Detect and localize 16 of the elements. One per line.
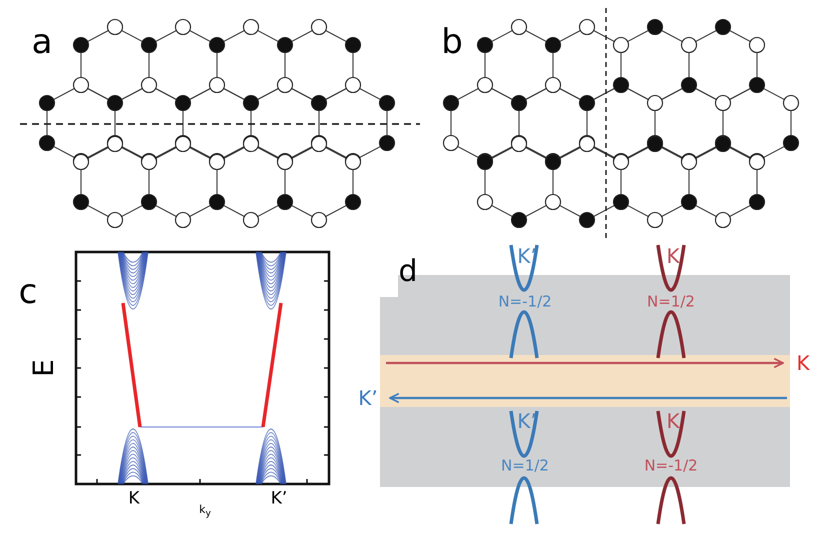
chern-number-label: N=1/2 xyxy=(501,458,549,474)
chern-number-label: N=1/2 xyxy=(647,294,695,310)
panel-label: d xyxy=(398,257,418,287)
axis-label: k$_{y}$ xyxy=(199,504,211,518)
chern-number-label: N=-1/2 xyxy=(644,458,698,474)
valley-label: K xyxy=(666,411,680,431)
mode-label: K’ xyxy=(358,388,378,408)
panel-label: b xyxy=(441,25,463,59)
tick-label: K’ xyxy=(270,490,288,508)
axis-label: E xyxy=(30,359,58,377)
chern-number-label: N=-1/2 xyxy=(498,294,552,310)
valley-label: K xyxy=(666,246,680,266)
tick-label: K xyxy=(128,490,140,508)
panel-label: a xyxy=(32,25,52,59)
panel-label: c xyxy=(18,275,38,309)
mode-label: K xyxy=(796,353,810,373)
